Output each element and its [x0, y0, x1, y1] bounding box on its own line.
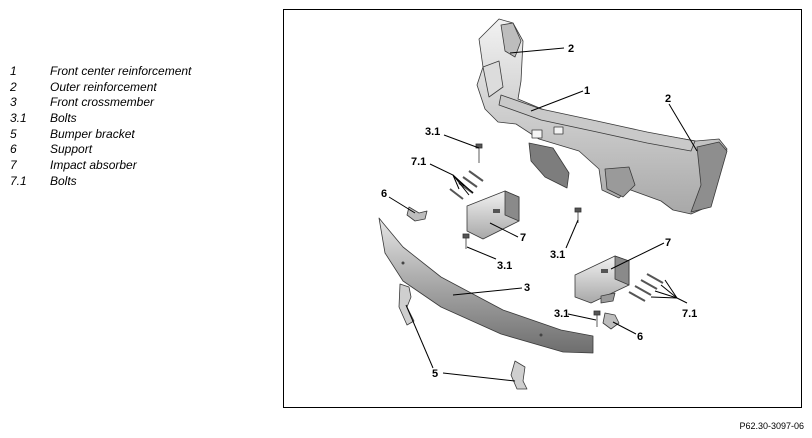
- legend-row: 3.1 Bolts: [10, 111, 270, 127]
- callout-7-left: 7: [520, 232, 526, 244]
- leader-lines: [388, 47, 698, 382]
- callout-7-1-left: 7.1: [411, 156, 426, 168]
- impact-absorber-right: [574, 255, 630, 304]
- legend-label: Bolts: [50, 173, 77, 188]
- callout-3-1-mid: 3.1: [497, 260, 512, 272]
- legend-row: 7 Impact absorber: [10, 158, 270, 174]
- legend-number: 7: [10, 158, 17, 173]
- figure-reference-code: P62.30-3097-06: [739, 421, 804, 431]
- callout-3-1-right: 3.1: [550, 249, 565, 261]
- callout-2-right: 2: [665, 93, 671, 105]
- legend-label: Bumper bracket: [50, 126, 135, 141]
- legend-number: 5: [10, 126, 17, 141]
- legend-row: 1 Front center reinforcement: [10, 64, 270, 80]
- callout-1: 1: [584, 85, 590, 97]
- legend-number: 7.1: [10, 173, 27, 188]
- legend-label: Impact absorber: [50, 158, 137, 173]
- legend-label: Support: [50, 142, 93, 157]
- callout-7-right: 7: [665, 237, 671, 249]
- legend-number: 2: [10, 79, 17, 94]
- bumper-bracket-right: [510, 360, 528, 390]
- front-crossmember: [378, 217, 594, 354]
- impact-absorber-left: [466, 190, 520, 240]
- parts-legend: 1 Front center reinforcement 2 Outer reinf…: [10, 64, 270, 190]
- legend-label: Front crossmember: [50, 95, 155, 110]
- legend-number: 3.1: [10, 111, 27, 126]
- support-right: [602, 312, 620, 330]
- callout-5: 5: [432, 368, 438, 380]
- support-left: [406, 206, 428, 222]
- legend-number: 1: [10, 64, 17, 78]
- callout-3: 3: [524, 282, 530, 294]
- callout-3-1-bottom: 3.1: [554, 308, 569, 320]
- legend-label: Front center reinforcement: [50, 64, 192, 78]
- legend-row: 2 Outer reinforcement: [10, 80, 270, 96]
- diagram-frame: 2 1 2 3.1 7.1 6 7 3.1 3.1 7 3 3.1 7.1 6 …: [283, 9, 802, 408]
- legend-row: 6 Support: [10, 142, 270, 158]
- legend-label: Bolts: [50, 111, 77, 126]
- legend-row: 7.1 Bolts: [10, 174, 270, 190]
- legend-label: Outer reinforcement: [50, 79, 157, 94]
- exploded-view-diagram: 2 1 2 3.1 7.1 6 7 3.1 3.1 7 3 3.1 7.1 6 …: [378, 18, 728, 390]
- callout-6-right: 6: [637, 331, 643, 343]
- legend-row: 5 Bumper bracket: [10, 127, 270, 143]
- legend-row: 3 Front crossmember: [10, 95, 270, 111]
- legend-number: 6: [10, 142, 17, 157]
- callout-6-left: 6: [381, 188, 387, 200]
- callout-labels: 2 1 2 3.1 7.1 6 7 3.1 3.1 7 3 3.1 7.1 6 …: [381, 43, 697, 380]
- legend-number: 3: [10, 95, 17, 110]
- callout-7-1-right: 7.1: [682, 308, 697, 320]
- callout-3-1-top: 3.1: [425, 126, 440, 138]
- front-center-reinforcement: [476, 18, 728, 215]
- callout-2-top: 2: [568, 43, 574, 55]
